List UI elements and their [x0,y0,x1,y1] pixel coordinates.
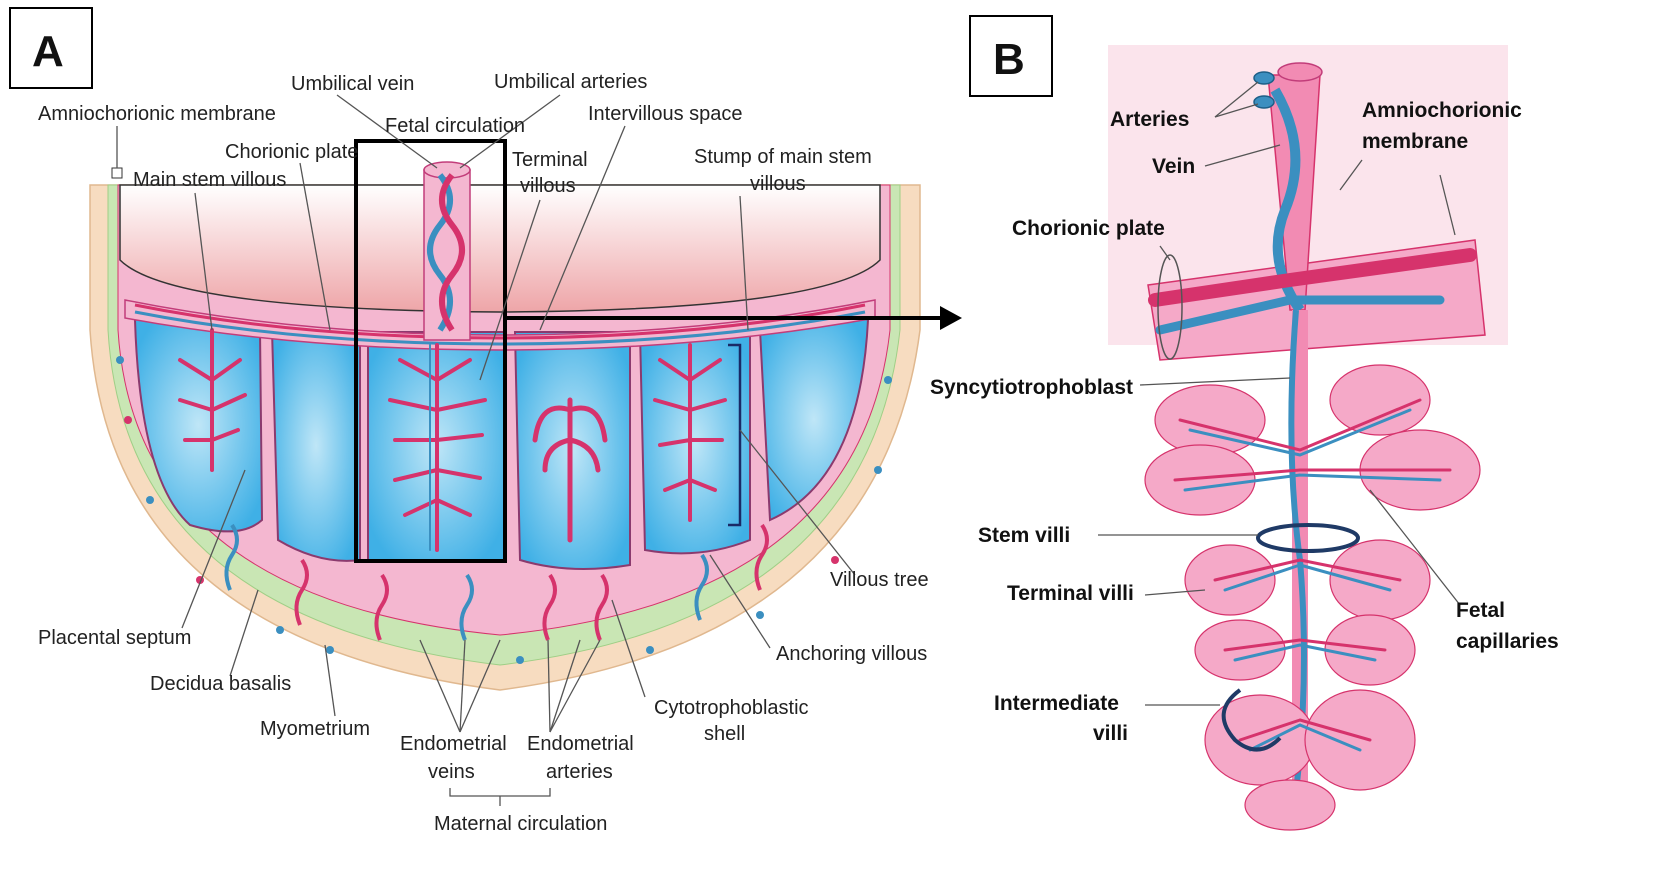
vessel-dot [124,416,132,424]
villus-lobe [1330,365,1430,435]
vessel-dot [646,646,654,654]
label-b-chorionic-plate: Chorionic plate [1012,217,1165,240]
panel-b: B [930,16,1559,830]
leader-myometrium [325,645,335,716]
villus-lobe [1195,620,1285,680]
label-cytotrophoblastic-1: Cytotrophoblastic [654,697,809,719]
label-b-amniochorionic-2: membrane [1362,130,1468,153]
amnion-marker [112,168,122,178]
villus-lobe [1325,615,1415,685]
label-cytotrophoblastic-2: shell [704,723,745,745]
label-villous-tree: Villous tree [830,569,929,591]
villi-lobes [1145,365,1480,830]
label-endometrial-arteries-2: arteries [546,761,613,783]
label-decidua-basalis: Decidua basalis [150,673,291,695]
lobule-5 [640,332,750,553]
label-b-fetal-1: Fetal [1456,599,1505,622]
label-b-intermediate-1: Intermediate [994,692,1119,715]
panel-a: A [10,8,962,835]
label-b-vein: Vein [1152,155,1195,178]
label-b-amniochorionic-1: Amniochorionic [1362,99,1522,122]
panel-b-letter: B [993,35,1025,84]
label-b-intermediate-2: villi [1093,722,1128,745]
label-endometrial-veins-2: veins [428,761,475,783]
villus-lobe [1305,690,1415,790]
label-terminal-1: Terminal [512,149,588,171]
label-umbilical-vein: Umbilical vein [291,73,414,95]
lobule-2 [272,330,360,561]
label-endometrial-veins-1: Endometrial [400,733,507,755]
label-maternal-circulation: Maternal circulation [434,813,607,835]
vessel-dot [756,611,764,619]
label-placental-septum: Placental septum [38,627,191,649]
vessel-dot [116,356,124,364]
label-b-syncytiotrophoblast: Syncytiotrophoblast [930,376,1133,399]
vessel-dot [146,496,154,504]
villus-lobe [1145,445,1255,515]
label-chorionic-plate: Chorionic plate [225,141,358,163]
cord-artery-end-2 [1254,96,1274,108]
label-myometrium: Myometrium [260,718,370,740]
cord-vein-end [1278,63,1322,81]
vessel-dot [276,626,284,634]
label-terminal-2: villous [520,175,576,197]
label-intervillous-space: Intervillous space [588,103,743,125]
label-b-stem-villi: Stem villi [978,524,1070,547]
zoom-arrow-head [940,306,962,330]
cord-top [424,162,470,178]
vessel-dot [516,656,524,664]
panel-a-letter: A [32,27,64,76]
label-stump-2: villous [750,173,806,195]
label-fetal-circulation: Fetal circulation [385,115,525,137]
villus-lobe [1205,695,1315,785]
label-b-arteries: Arteries [1110,108,1189,131]
villus-lobe [1330,540,1430,620]
label-b-fetal-2: capillaries [1456,630,1559,653]
label-endometrial-arteries-1: Endometrial [527,733,634,755]
label-amniochorionic-membrane: Amniochorionic membrane [38,103,276,125]
amniotic-cavity [120,185,880,312]
label-umbilical-arteries: Umbilical arteries [494,71,647,93]
maternal-bracket [450,788,550,806]
vessel-dot [326,646,334,654]
vessel-dot [884,376,892,384]
villus-lobe [1245,780,1335,830]
label-stump-1: Stump of main stem [694,146,872,168]
villus-lobe [1185,545,1275,615]
vessel-dot [831,556,839,564]
label-anchoring-villous: Anchoring villous [776,643,927,665]
label-b-terminal-villi: Terminal villi [1007,582,1134,605]
leader-syncytio [1140,378,1290,385]
vessel-dot [874,466,882,474]
label-main-stem-villous: Main stem villous [133,169,286,191]
